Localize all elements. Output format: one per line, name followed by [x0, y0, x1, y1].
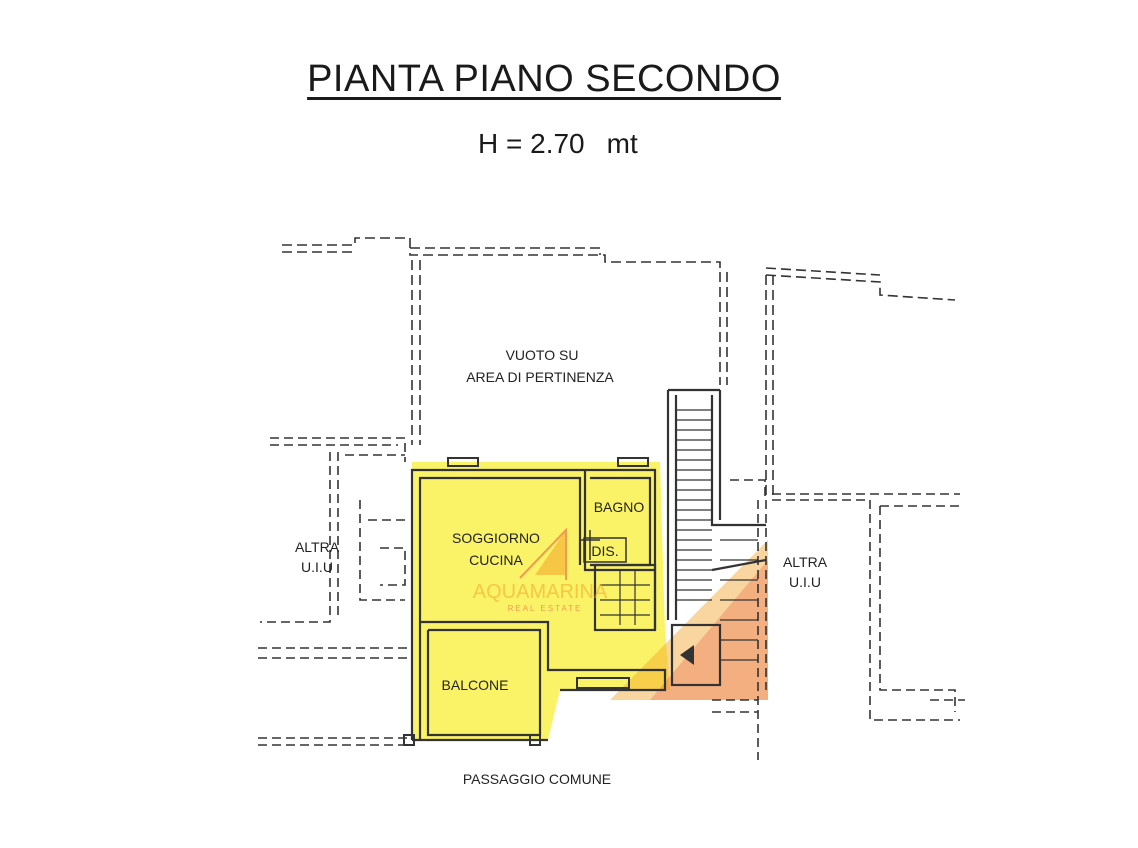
label-altra-left-1: ALTRA: [295, 539, 340, 555]
dis-marks: [580, 530, 627, 563]
ceiling-height-unit: mt: [606, 128, 638, 159]
neighbor-walls-left: [258, 437, 410, 746]
label-vuoto-1: VUOTO SU: [506, 347, 579, 363]
plan-title: PIANTA PIANO SECONDO: [0, 58, 1088, 101]
neighbor-walls-right: [712, 479, 965, 760]
label-balcone: BALCONE: [442, 677, 509, 693]
stair-arrow-icon: [680, 645, 694, 665]
label-soggiorno: SOGGIORNO: [452, 530, 540, 546]
watermark-sub: REAL ESTATE: [508, 604, 583, 613]
window-marks: [403, 457, 649, 746]
label-altra-right-1: ALTRA: [783, 554, 828, 570]
label-bagno: BAGNO: [594, 499, 645, 515]
watermark-brand: AQUAMARINA: [473, 581, 608, 603]
label-altra-left-2: U.I.U: [301, 559, 333, 575]
label-vuoto-2: AREA DI PERTINENZA: [466, 369, 614, 385]
neighbor-walls-top: [282, 237, 956, 500]
label-cucina: CUCINA: [469, 552, 523, 568]
watermark-logo-icon: [535, 530, 566, 575]
label-dis: DIS.: [591, 543, 618, 559]
watermark-triangle-inner: [650, 560, 768, 700]
plan-title-text: PIANTA PIANO SECONDO: [307, 58, 781, 100]
label-altra-right-2: U.I.U: [789, 574, 821, 590]
ceiling-height: H = 2.70 mt: [478, 128, 638, 160]
ceiling-height-value: H = 2.70: [478, 128, 585, 159]
watermark-logo: AQUAMARINA REAL ESTATE: [473, 527, 608, 613]
stairs: [600, 409, 758, 661]
label-passaggio: PASSAGGIO COMUNE: [463, 771, 611, 787]
